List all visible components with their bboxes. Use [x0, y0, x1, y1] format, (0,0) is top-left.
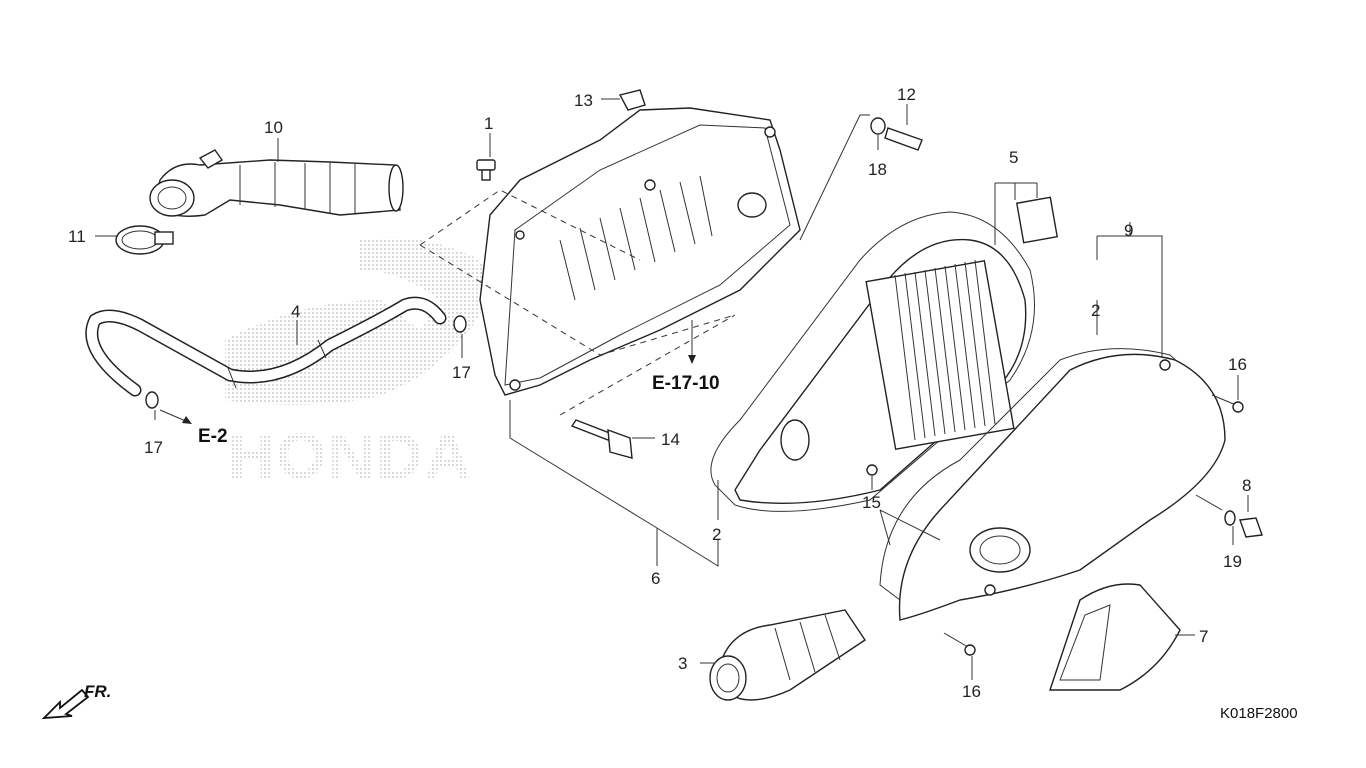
- honda-watermark: HONDA: [225, 237, 520, 492]
- callout-1: 1: [484, 114, 493, 133]
- callout-12: 12: [897, 85, 916, 104]
- reference-e17-10[interactable]: E-17-10: [652, 373, 720, 394]
- callout-17-left: 17: [144, 438, 163, 457]
- diagram-part-code: K018F2800: [1220, 705, 1298, 722]
- clip-nut-part-13: [618, 89, 646, 111]
- callout-2-right: 2: [1091, 301, 1100, 320]
- callout-4: 4: [291, 302, 300, 321]
- callout-11: 11: [68, 227, 86, 246]
- duct-part-7: [1049, 583, 1181, 691]
- callout-16-top: 16: [1228, 355, 1247, 374]
- nut-part-8: [1239, 517, 1263, 538]
- callout-18: 18: [868, 160, 887, 179]
- clip-part-18: [870, 117, 886, 135]
- gasket-part-2-left: [710, 211, 1035, 512]
- clip-part-17-right: [453, 315, 467, 333]
- label-part-5: [1015, 196, 1059, 244]
- front-direction-arrow: FR.: [41, 682, 111, 720]
- inlet-duct-part-10: [149, 149, 404, 217]
- inlet-tube-part-3: [709, 609, 866, 701]
- watermark-text: HONDA: [228, 420, 473, 492]
- arrow-to-e1710: [688, 355, 696, 364]
- breather-tube-part-4: [85, 296, 447, 397]
- clip-part-17-left: [145, 391, 159, 409]
- callout-14: 14: [661, 430, 680, 449]
- washer-part-19: [1224, 510, 1236, 526]
- callout-9: 9: [1124, 221, 1133, 240]
- cover-part-9: [879, 348, 1226, 621]
- callout-13: 13: [574, 91, 593, 110]
- callout-3: 3: [678, 654, 687, 673]
- screw-part-16-top: [1211, 394, 1244, 413]
- element-frame: [734, 238, 1027, 505]
- tube-part-12: [884, 127, 923, 151]
- callout-17-right: 17: [452, 363, 471, 382]
- callout-10: 10: [264, 118, 283, 137]
- callout-19: 19: [1223, 552, 1242, 571]
- screw-part-15: [866, 464, 878, 476]
- direction-label: FR.: [84, 682, 111, 701]
- screw-part-16-bottom: [943, 632, 976, 656]
- callout-7: 7: [1199, 627, 1208, 646]
- callout-15: 15: [862, 493, 881, 512]
- clamp-part-11: [115, 225, 174, 255]
- callout-5: 5: [1009, 148, 1018, 167]
- callout-16-bottom: 16: [962, 682, 981, 701]
- callouts: 1 2 2 3 4 5 6 7 8 9 10 11 12 13 14 15 16…: [68, 85, 1251, 701]
- bolt-part-1: [476, 159, 496, 181]
- air-cleaner-case-part-6: [479, 107, 801, 396]
- bolt-part-14: [570, 419, 633, 459]
- leader-lines: [95, 98, 1249, 680]
- callout-6: 6: [651, 569, 660, 588]
- reference-e2[interactable]: E-2: [198, 426, 228, 447]
- callout-8: 8: [1242, 476, 1251, 495]
- arrow-to-e2: [159, 409, 192, 424]
- callout-2-left: 2: [712, 525, 721, 544]
